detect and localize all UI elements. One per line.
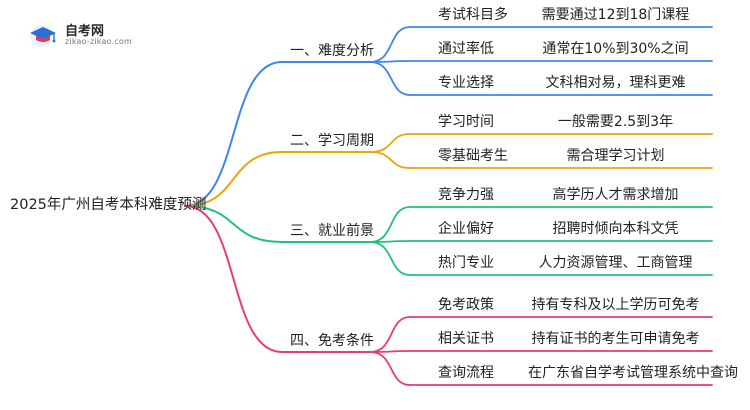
leaf-link [369,241,411,276]
leaf-detail[interactable]: 在广东省自学考试管理系统中查询 [528,365,738,381]
logo-domain: zikao-zikao.com [65,37,132,46]
leaf-detail[interactable]: 人力资源管理、工商管理 [538,255,693,271]
leaf-detail[interactable]: 文科相对易，理科更难 [545,75,686,91]
leaf-detail[interactable]: 需合理学习计划 [566,148,665,164]
logo-name: 自考网 [65,24,105,39]
leaf-detail[interactable]: 通常在10%到30%之间 [542,41,689,57]
leaf-link [369,351,411,386]
leaf-topic[interactable]: 免考政策 [438,297,494,313]
branch-link [184,205,283,243]
leaf-topic[interactable]: 考试科目多 [438,7,508,23]
leaf-topic[interactable]: 专业选择 [438,75,494,91]
graduation-cap-icon [30,25,56,47]
site-logo[interactable]: 自考网 zikao-zikao.com [28,20,148,50]
branch-label[interactable]: 二、学习周期 [290,133,374,149]
leaf-topic[interactable]: 零基础考生 [438,148,508,164]
leaf-detail[interactable]: 需要通过12到18门课程 [541,7,690,23]
leaf-topic[interactable]: 通过率低 [438,41,494,57]
leaf-detail[interactable]: 持有证书的考生可申请免考 [531,331,700,347]
leaf-topic[interactable]: 企业偏好 [438,221,494,237]
leaf-link [369,26,411,63]
leaf-topic[interactable]: 查询流程 [438,365,494,381]
leaf-link [369,133,411,153]
leaf-topic[interactable]: 热门专业 [438,255,494,271]
branch-link [184,205,283,353]
leaf-link [369,316,411,353]
leaf-detail[interactable]: 一般需要2.5到3年 [557,114,674,130]
leaf-topic[interactable]: 相关证书 [438,331,494,347]
leaf-link [369,61,411,96]
branch-link [184,61,283,207]
branch-label[interactable]: 一、难度分析 [290,43,374,59]
leaf-link [369,151,411,169]
leaf-detail[interactable]: 持有专科及以上学历可免考 [531,297,700,313]
branch-link [184,151,283,207]
root-topic[interactable]: 2025年广州自考本科难度预测 [10,197,207,213]
leaf-topic[interactable]: 学习时间 [438,114,494,130]
leaf-link [369,206,411,243]
leaf-detail[interactable]: 高学历人才需求增加 [552,187,679,203]
leaf-detail[interactable]: 招聘时倾向本科文凭 [552,221,679,237]
leaf-topic[interactable]: 竞争力强 [438,187,494,203]
branch-label[interactable]: 四、免考条件 [290,333,374,349]
branch-label[interactable]: 三、就业前景 [290,223,374,239]
